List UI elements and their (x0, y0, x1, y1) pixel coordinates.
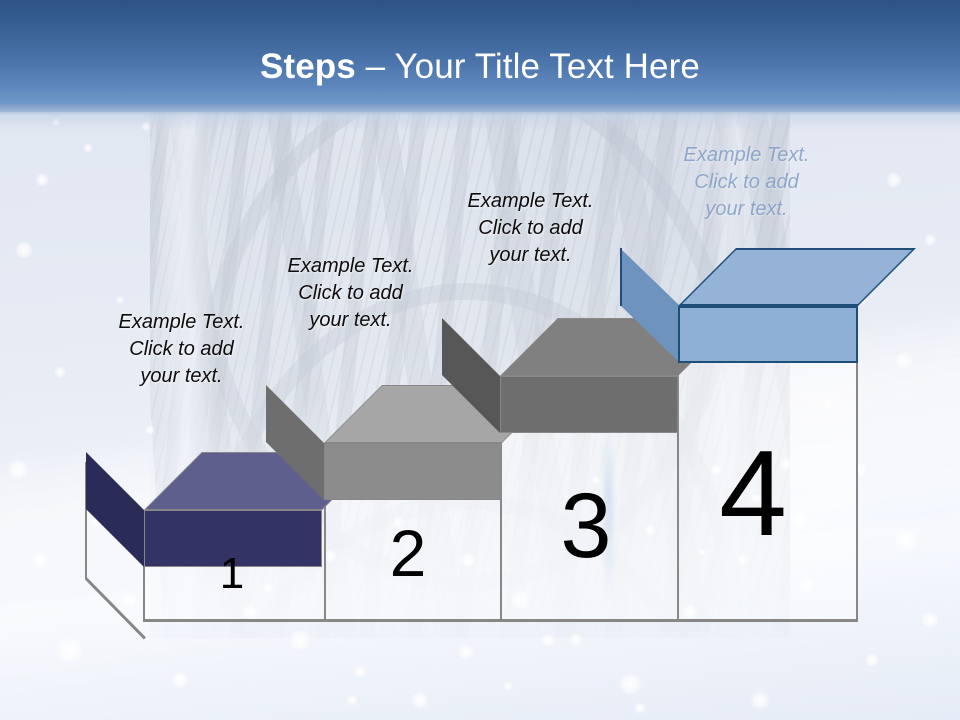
step-block-3[interactable] (442, 318, 736, 433)
pedestal-divider (324, 445, 326, 621)
step-callout-2[interactable]: Example Text. Click to add your text. (287, 255, 414, 332)
step-callout-1[interactable]: Example Text. Click to add your text. (118, 311, 245, 388)
step-block-4[interactable] (620, 248, 916, 363)
step-block-2-front-face (324, 443, 502, 500)
step-block-3-side-face (442, 318, 500, 433)
tyre-highlight (710, 108, 756, 638)
blue-light-streak (604, 430, 613, 600)
title-banner (0, 0, 960, 112)
step-block-4-front-face (678, 306, 858, 363)
step-number-1: 1 (219, 549, 245, 598)
step-block-1[interactable] (86, 452, 380, 567)
step-block-4-side-outline (620, 248, 680, 306)
title-banner-fade (0, 104, 960, 130)
pedestal-divider (143, 520, 145, 621)
step-number-2: 2 (389, 516, 427, 590)
step-block-1-side-face (86, 452, 144, 567)
pedestal-divider (856, 308, 858, 621)
pedestal-divider (677, 308, 679, 621)
step-number-4: 4 (719, 425, 787, 561)
page-title-rest: – Your Title Text Here (355, 47, 700, 86)
step-block-3-front-face (500, 376, 678, 433)
page-title: Steps – Your Title Text Here (0, 47, 960, 87)
step-block-1-front-face (144, 510, 322, 567)
pedestal-left-edge (85, 462, 87, 579)
step-callout-4[interactable]: Example Text. Click to add your text. (683, 144, 810, 221)
step-block-2[interactable] (266, 385, 560, 500)
step-block-2-side-face (266, 385, 324, 500)
step-number-3: 3 (560, 475, 612, 577)
step-callout-3[interactable]: Example Text. Click to add your text. (467, 190, 594, 267)
page-title-bold: Steps (260, 47, 356, 86)
